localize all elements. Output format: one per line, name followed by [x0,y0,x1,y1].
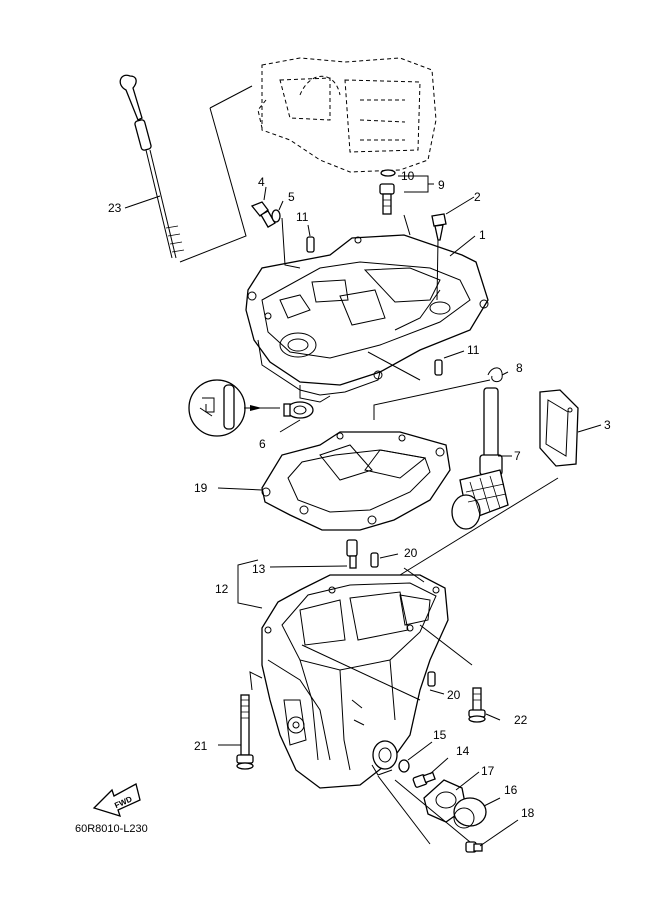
dowel-pin-part-20-lower [427,671,436,687]
fwd-arrow-icon: FWD [92,783,141,817]
gasket-part-19 [261,431,451,531]
engine-block-outline [257,57,437,173]
bolt-part-22 [468,687,486,723]
callout-5: 5 [288,190,295,204]
upper-casing-part-1 [245,214,489,403]
oil-pan-part-12 [261,574,449,789]
callout-6: 6 [259,437,266,451]
callout-11-lower: 11 [467,343,480,357]
callout-9: 9 [438,178,445,192]
callout-11-upper: 11 [296,210,309,224]
washer-part-15 [398,759,410,773]
callout-1: 1 [479,228,486,242]
leader-lines [124,85,602,847]
callout-12: 12 [215,582,229,596]
bolt-part-21 [236,694,254,770]
dipstick-part-23 [119,74,185,259]
bolt-part-4 [250,201,276,228]
callout-14: 14 [456,744,470,758]
dowel-pin-part-11-lower [434,359,443,376]
callout-21: 21 [194,739,208,753]
callout-3: 3 [604,418,611,432]
washer-part-5 [271,209,281,223]
callout-17: 17 [481,764,495,778]
callout-8: 8 [516,361,523,375]
callout-18: 18 [521,806,535,820]
callout-15: 15 [433,728,447,742]
oil-seal-part-6 [283,401,314,419]
oil-strainer-part-7 [451,387,509,530]
callout-20-lower: 20 [447,688,461,702]
diagram-code: 60R8010-L230 [75,823,148,835]
callout-20-upper: 20 [404,546,418,560]
dowel-pin-part-20-upper [370,552,379,568]
plug-part-2 [431,213,447,241]
fitting-part-13 [346,539,358,569]
clip-part-8 [487,367,503,383]
drain-bolt-part-14 [412,771,436,788]
cap-part-16 [453,797,487,829]
callout-23: 23 [108,201,122,215]
callout-13: 13 [252,562,266,576]
seal-plate-part-3 [539,389,579,467]
callout-22: 22 [514,713,528,727]
callout-16: 16 [504,783,518,797]
callout-19: 19 [194,481,208,495]
seal-detail-inset [188,379,280,437]
callout-labels: 1 2 3 4 5 6 7 8 9 10 11 11 12 13 14 15 1… [108,169,611,820]
oil-fitting-part-9 [379,169,396,215]
callout-7: 7 [514,449,521,463]
dowel-pin-part-11-upper [306,236,315,253]
callout-10: 10 [401,169,415,183]
bolt-part-18 [465,841,483,853]
callout-4: 4 [258,175,265,189]
callout-2: 2 [474,190,481,204]
